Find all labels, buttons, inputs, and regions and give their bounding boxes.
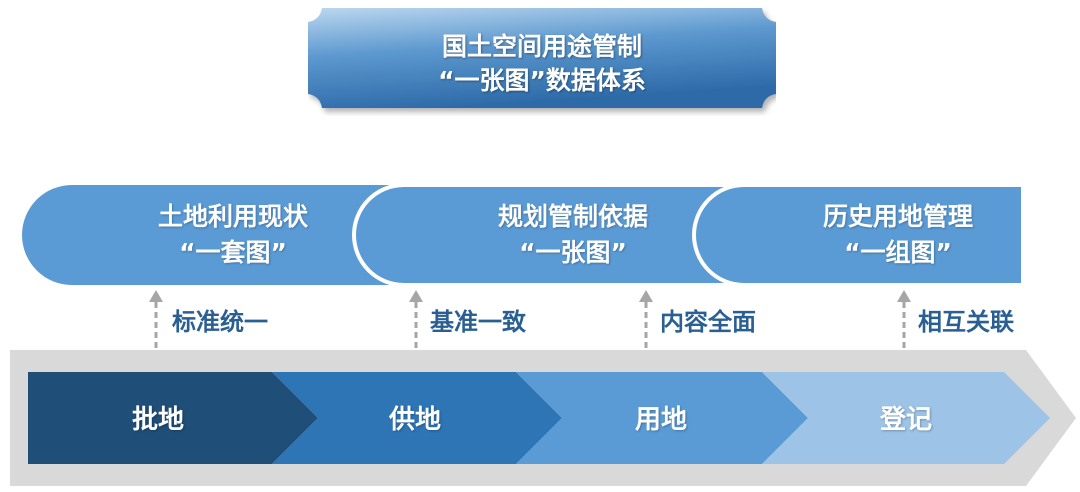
title-banner-shape [308,8,776,108]
step-1-shape [28,372,318,464]
up-arrow-icon [149,290,163,350]
feature-label-2: 基准一致 [430,308,526,336]
step-label-2: 供地 [388,405,441,435]
step-3-shape [516,372,808,464]
up-arrow-icon [897,290,911,350]
title-line-2: “一张图”数据体系 [438,66,646,95]
feature-label-4: 相互关联 [918,308,1014,336]
pillar-1-shape [22,185,422,285]
pillar-row: 土地利用现状 “一套图” 规划管制依据 “一张图” 历史用地管理 “一组图” [20,183,1025,287]
step-4-shape [762,372,1050,464]
feature-label-1: 标准统一 [172,308,268,336]
title-banner: 国土空间用途管制 “一张图”数据体系 [308,8,776,116]
process-band-shapes [10,350,1076,486]
pillar-3-line-2: “一组图” [844,238,952,267]
pillar-3-shape [692,183,1025,287]
pillar-2-line-1: 规划管制依据 [497,202,648,231]
pillar-1-line-1: 土地利用现状 [157,202,308,231]
step-label-3: 用地 [634,405,687,435]
pillar-3-line-1: 历史用地管理 [822,202,973,231]
process-band [0,346,1080,492]
title-line-1: 国土空间用途管制 [441,32,642,61]
step-2-shape [272,372,562,464]
pillar-2-line-2: “一张图” [519,238,627,267]
step-label-4: 登记 [879,405,932,435]
feature-label-3: 内容全面 [660,308,756,336]
up-arrow-icon [639,290,653,350]
pillar-2-shape [352,183,764,287]
pillar-shapes [22,183,1025,287]
pillar-3-label: 历史用地管理 “一组图” [788,199,1008,271]
pillar-2-label: 规划管制依据 “一张图” [448,199,698,271]
step-label-1: 批地 [131,405,184,435]
pillar-1-label: 土地利用现状 “一套图” [108,199,358,271]
up-arrow-icon [409,290,423,350]
pillar-1-line-2: “一套图” [179,238,287,267]
diagram-title: 国土空间用途管制 “一张图”数据体系 [308,30,776,98]
